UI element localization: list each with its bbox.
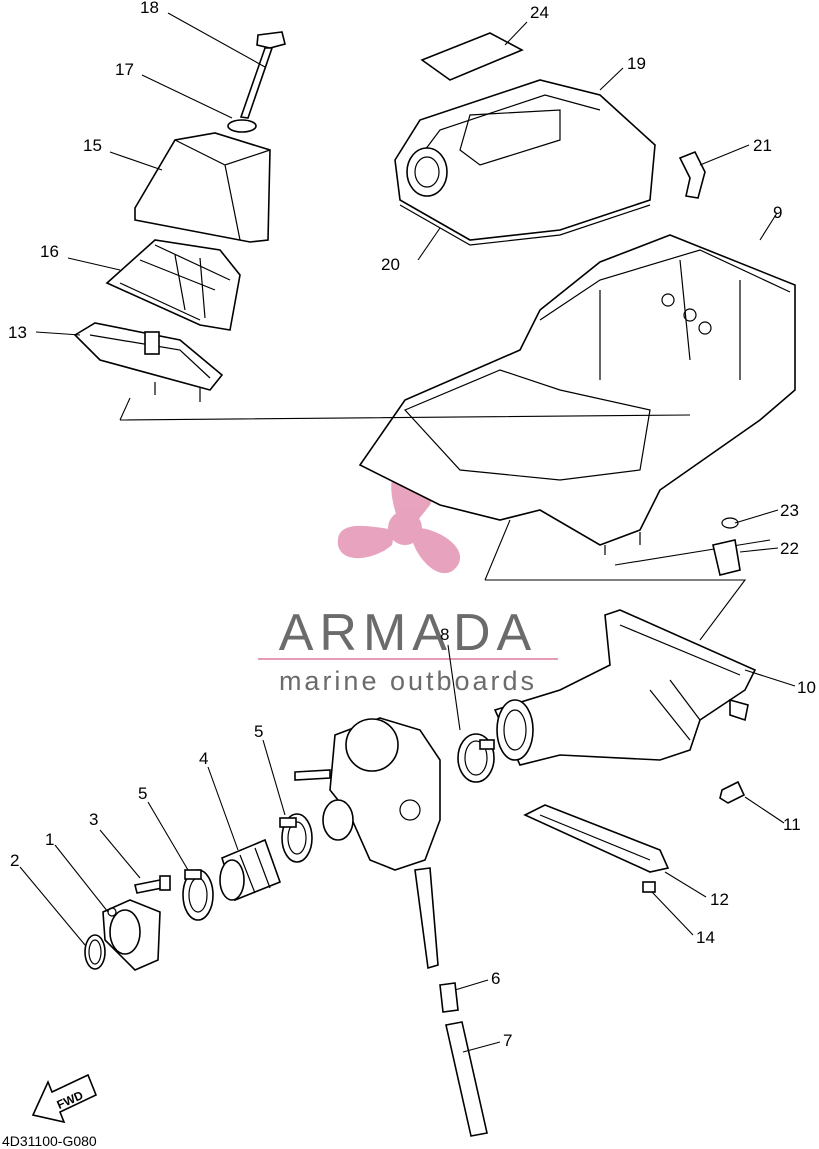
hose-clamp-large bbox=[457, 733, 495, 783]
callout-24: 24 bbox=[530, 3, 549, 22]
callout-13: 13 bbox=[8, 323, 27, 342]
callout-5-front: 5 bbox=[254, 722, 263, 741]
cleaner-element-cap bbox=[134, 132, 271, 243]
callout-7: 7 bbox=[503, 1031, 512, 1050]
callout-17: 17 bbox=[115, 60, 134, 79]
callout-11: 11 bbox=[783, 815, 801, 834]
hose-clamp-rear bbox=[182, 869, 214, 921]
callout-12: 12 bbox=[710, 890, 729, 909]
carburetor bbox=[294, 717, 441, 970]
callout-9: 9 bbox=[773, 203, 782, 222]
small-nut bbox=[642, 881, 656, 893]
element-frame bbox=[105, 239, 241, 331]
drain-hose bbox=[445, 1021, 488, 1137]
hose-fitting bbox=[719, 780, 746, 804]
element-base-plate bbox=[73, 322, 224, 402]
armada-logo-watermark: ARMADA marine outboards bbox=[258, 460, 558, 696]
callout-10: 10 bbox=[797, 678, 816, 697]
callout-numbers: 18 17 15 16 13 24 19 21 9 20 23 22 8 10 … bbox=[8, 0, 816, 1050]
box-clip-ring bbox=[721, 517, 739, 529]
air-filter-case bbox=[358, 234, 796, 555]
intake-gasket bbox=[523, 804, 670, 873]
alignment-lines bbox=[119, 397, 771, 641]
callout-21: 21 bbox=[753, 136, 772, 155]
callout-18: 18 bbox=[140, 0, 159, 17]
callout-19: 19 bbox=[627, 54, 646, 73]
manifold-bolt bbox=[134, 875, 171, 894]
carburetor-joint bbox=[219, 838, 282, 902]
callout-16: 16 bbox=[40, 242, 59, 261]
callout-4: 4 bbox=[199, 749, 208, 768]
hose-clamp-front bbox=[279, 813, 313, 863]
watermark-tagline: marine outboards bbox=[279, 666, 537, 696]
callout-6: 6 bbox=[491, 969, 500, 988]
box-grommet bbox=[712, 539, 741, 576]
callout-14: 14 bbox=[696, 928, 715, 947]
intake-joint bbox=[493, 609, 757, 766]
fwd-arrow-icon: FWD bbox=[31, 1073, 98, 1124]
cover-clip bbox=[678, 150, 706, 199]
callout-23: 23 bbox=[780, 501, 799, 520]
callout-2: 2 bbox=[10, 851, 19, 870]
callout-5-rear: 5 bbox=[138, 784, 147, 803]
callout-15: 15 bbox=[83, 136, 102, 155]
leader-lines bbox=[19, 12, 796, 1053]
callout-3: 3 bbox=[89, 810, 98, 829]
label-sticker bbox=[420, 32, 524, 81]
air-box-cover bbox=[394, 79, 656, 246]
o-ring bbox=[84, 934, 106, 970]
drawing-code: 4D31100-G080 bbox=[2, 1133, 97, 1149]
drain-hose-joint bbox=[439, 982, 459, 1013]
watermark-brand: ARMADA bbox=[279, 604, 537, 662]
intake-manifold bbox=[102, 899, 161, 971]
callout-1: 1 bbox=[45, 830, 54, 849]
watermark-divider bbox=[258, 658, 558, 660]
wing-bolt bbox=[239, 31, 286, 119]
bolt-washer bbox=[227, 119, 257, 133]
callout-22: 22 bbox=[780, 539, 799, 558]
callout-20: 20 bbox=[381, 255, 400, 274]
callout-8: 8 bbox=[440, 625, 449, 644]
